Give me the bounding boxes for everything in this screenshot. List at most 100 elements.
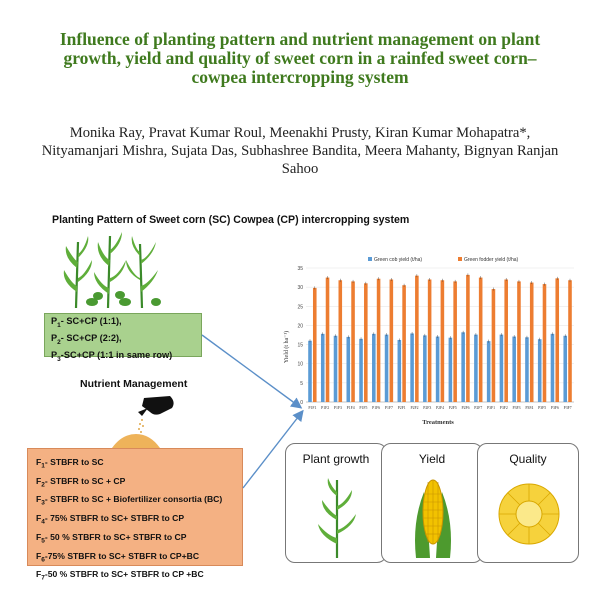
nutrient-item: F7-50 % STBFR to SC+ STBFR to CP +BC [36, 569, 204, 583]
chart-y-tick-label: 30 [297, 285, 303, 291]
bar-green-fodder-yield [555, 278, 560, 402]
chart-x-tick-label: P2F2 [410, 406, 418, 410]
fertilizer-application-icon [112, 396, 174, 448]
chart-y-axis-label: Yield (t ha⁻¹) [283, 331, 290, 363]
bar-green-fodder-yield [529, 282, 534, 402]
outcome-label: Plant growth [302, 452, 370, 466]
nutrient-item: F4- 75% STBFR to SC+ STBFR to CP [36, 513, 185, 526]
bar-green-fodder-yield [440, 280, 445, 402]
bar-green-fodder-yield [453, 281, 457, 402]
bar-green-cob-yield [563, 335, 568, 402]
bar-green-fodder-yield [415, 275, 419, 402]
bar-green-fodder-yield [478, 277, 483, 402]
bar-green-cob-yield [308, 340, 312, 402]
bar-green-cob-yield [397, 339, 402, 402]
chart-y-tick-label: 25 [297, 304, 303, 310]
nutrient-item: F2- STBFR to SC + CP [36, 475, 126, 489]
chart-x-tick-label: P3F6 [551, 406, 559, 410]
chart-x-tick-label: P3F4 [525, 406, 533, 410]
nutrient-item: F3- STBFR to SC + Biofertilizer consorti… [36, 494, 223, 508]
chart-x-tick-label: P2F3 [423, 406, 431, 410]
bar-green-cob-yield [359, 338, 363, 402]
chart-x-tick-label: P1F4 [347, 406, 355, 410]
chart-x-tick-label: P2F5 [449, 406, 457, 410]
bar-green-fodder-yield [312, 287, 317, 402]
bar-green-fodder-yield [517, 281, 521, 402]
legend-swatch-fodder [458, 257, 462, 261]
bar-green-fodder-yield [491, 289, 496, 402]
bar-green-cob-yield [448, 337, 453, 402]
bar-green-fodder-yield [542, 284, 547, 402]
bar-green-fodder-yield [364, 283, 368, 402]
chart-x-tick-label: P1F1 [308, 406, 316, 410]
planting-pattern-item: P3-SC+CP (1:1 in same row) [51, 349, 173, 363]
chart-x-tick-label: P3F7 [564, 406, 572, 410]
legend-label-cob: Green cob yield (t/ha) [374, 257, 422, 263]
planting-pattern-box: P1- SC+CP (1:1), P2- SC+CP (2:2), P3-SC+… [44, 313, 202, 362]
chart-x-tick-label: P1F5 [359, 406, 367, 410]
chart-y-tick-label: 15 [297, 343, 303, 349]
chart-x-tick-label: P1F3 [334, 406, 342, 410]
bar-green-cob-yield [537, 339, 542, 402]
bar-green-cob-yield [486, 341, 491, 402]
outcome-label: Yield [418, 452, 446, 466]
bar-green-fodder-yield [402, 285, 406, 402]
chart-y-tick-label: 0 [300, 400, 303, 406]
nutrient-management-box: F1- STBFR to SC F2- STBFR to SC + CP F3-… [27, 448, 243, 582]
author-list: Monika Ray, Pravat Kumar Roul, Meenakhi … [41, 125, 559, 177]
nutrient-item: F6-75% STBFR to SC+ STBFR to CP+BC [36, 550, 200, 564]
nutrient-management-heading: Nutrient Management [80, 378, 188, 390]
bar-green-cob-yield [499, 334, 504, 402]
chart-x-tick-label: P2F1 [398, 406, 406, 410]
nutrient-item: F1- STBFR to SC [36, 457, 104, 470]
bar-green-cob-yield [410, 333, 414, 402]
outcome-label: Quality [509, 452, 547, 466]
legend-label-fodder: Green fodder yield (t/ha) [464, 257, 519, 263]
corn-cob-icon [415, 479, 451, 558]
chart-y-tick-label: 10 [297, 362, 303, 368]
bar-green-fodder-yield [389, 279, 394, 402]
bar-green-cob-yield [346, 336, 351, 402]
bar-green-cob-yield [474, 334, 478, 402]
bar-green-fodder-yield [504, 279, 508, 402]
bar-green-fodder-yield [351, 281, 355, 402]
outcome-card-plant-growth: Plant growth [285, 443, 387, 563]
planting-pattern-item: P2- SC+CP (2:2), [51, 332, 122, 346]
planting-pattern-item: P1- SC+CP (1:1), [51, 316, 122, 329]
bar-green-fodder-yield [325, 277, 330, 402]
nutrient-item: F5- 50 % STBFR to SC+ STBFR to CP [36, 531, 187, 545]
bar-green-fodder-yield [568, 280, 572, 402]
chart-legend: Green cob yield (t/ha) Green fodder yiel… [368, 257, 519, 263]
bar-green-cob-yield [461, 332, 465, 402]
chart-x-tick-label: P3F3 [513, 406, 521, 410]
bar-green-cob-yield [372, 333, 376, 402]
bar-green-fodder-yield [376, 278, 381, 402]
bar-green-fodder-yield [338, 280, 343, 402]
poster-title: Influence of planting pattern and nutrie… [59, 29, 541, 87]
bar-green-cob-yield [320, 333, 325, 402]
chart-x-tick-label: P1F7 [385, 406, 393, 410]
bar-green-cob-yield [512, 336, 516, 402]
chart-x-tick-label: P2F6 [462, 406, 470, 410]
outcome-card-yield: Yield [381, 443, 483, 563]
bar-green-cob-yield [423, 335, 427, 402]
outcome-card-quality: Quality [477, 443, 579, 563]
chart-x-tick-label: P3F1 [487, 406, 495, 410]
chart-y-tick-label: 5 [300, 381, 303, 387]
bar-green-cob-yield [550, 333, 555, 402]
corn-kernel-icon [498, 483, 560, 545]
chart-y-tick-label: 35 [297, 266, 303, 272]
bar-green-cob-yield [333, 335, 338, 402]
chart-x-tick-label: P3F5 [538, 406, 546, 410]
bar-green-fodder-yield [466, 274, 470, 402]
chart-x-tick-label: P1F6 [372, 406, 380, 410]
legend-swatch-cob [368, 257, 372, 261]
bar-green-cob-yield [384, 334, 389, 402]
chart-x-tick-label: P2F7 [474, 406, 482, 410]
bar-green-cob-yield [435, 336, 440, 402]
planting-pattern-heading: Planting Pattern of Sweet corn (SC) Cowp… [52, 214, 410, 226]
bar-green-fodder-yield [427, 279, 432, 402]
bar-green-cob-yield [525, 337, 529, 402]
chart-x-tick-label: P2F4 [436, 406, 444, 410]
